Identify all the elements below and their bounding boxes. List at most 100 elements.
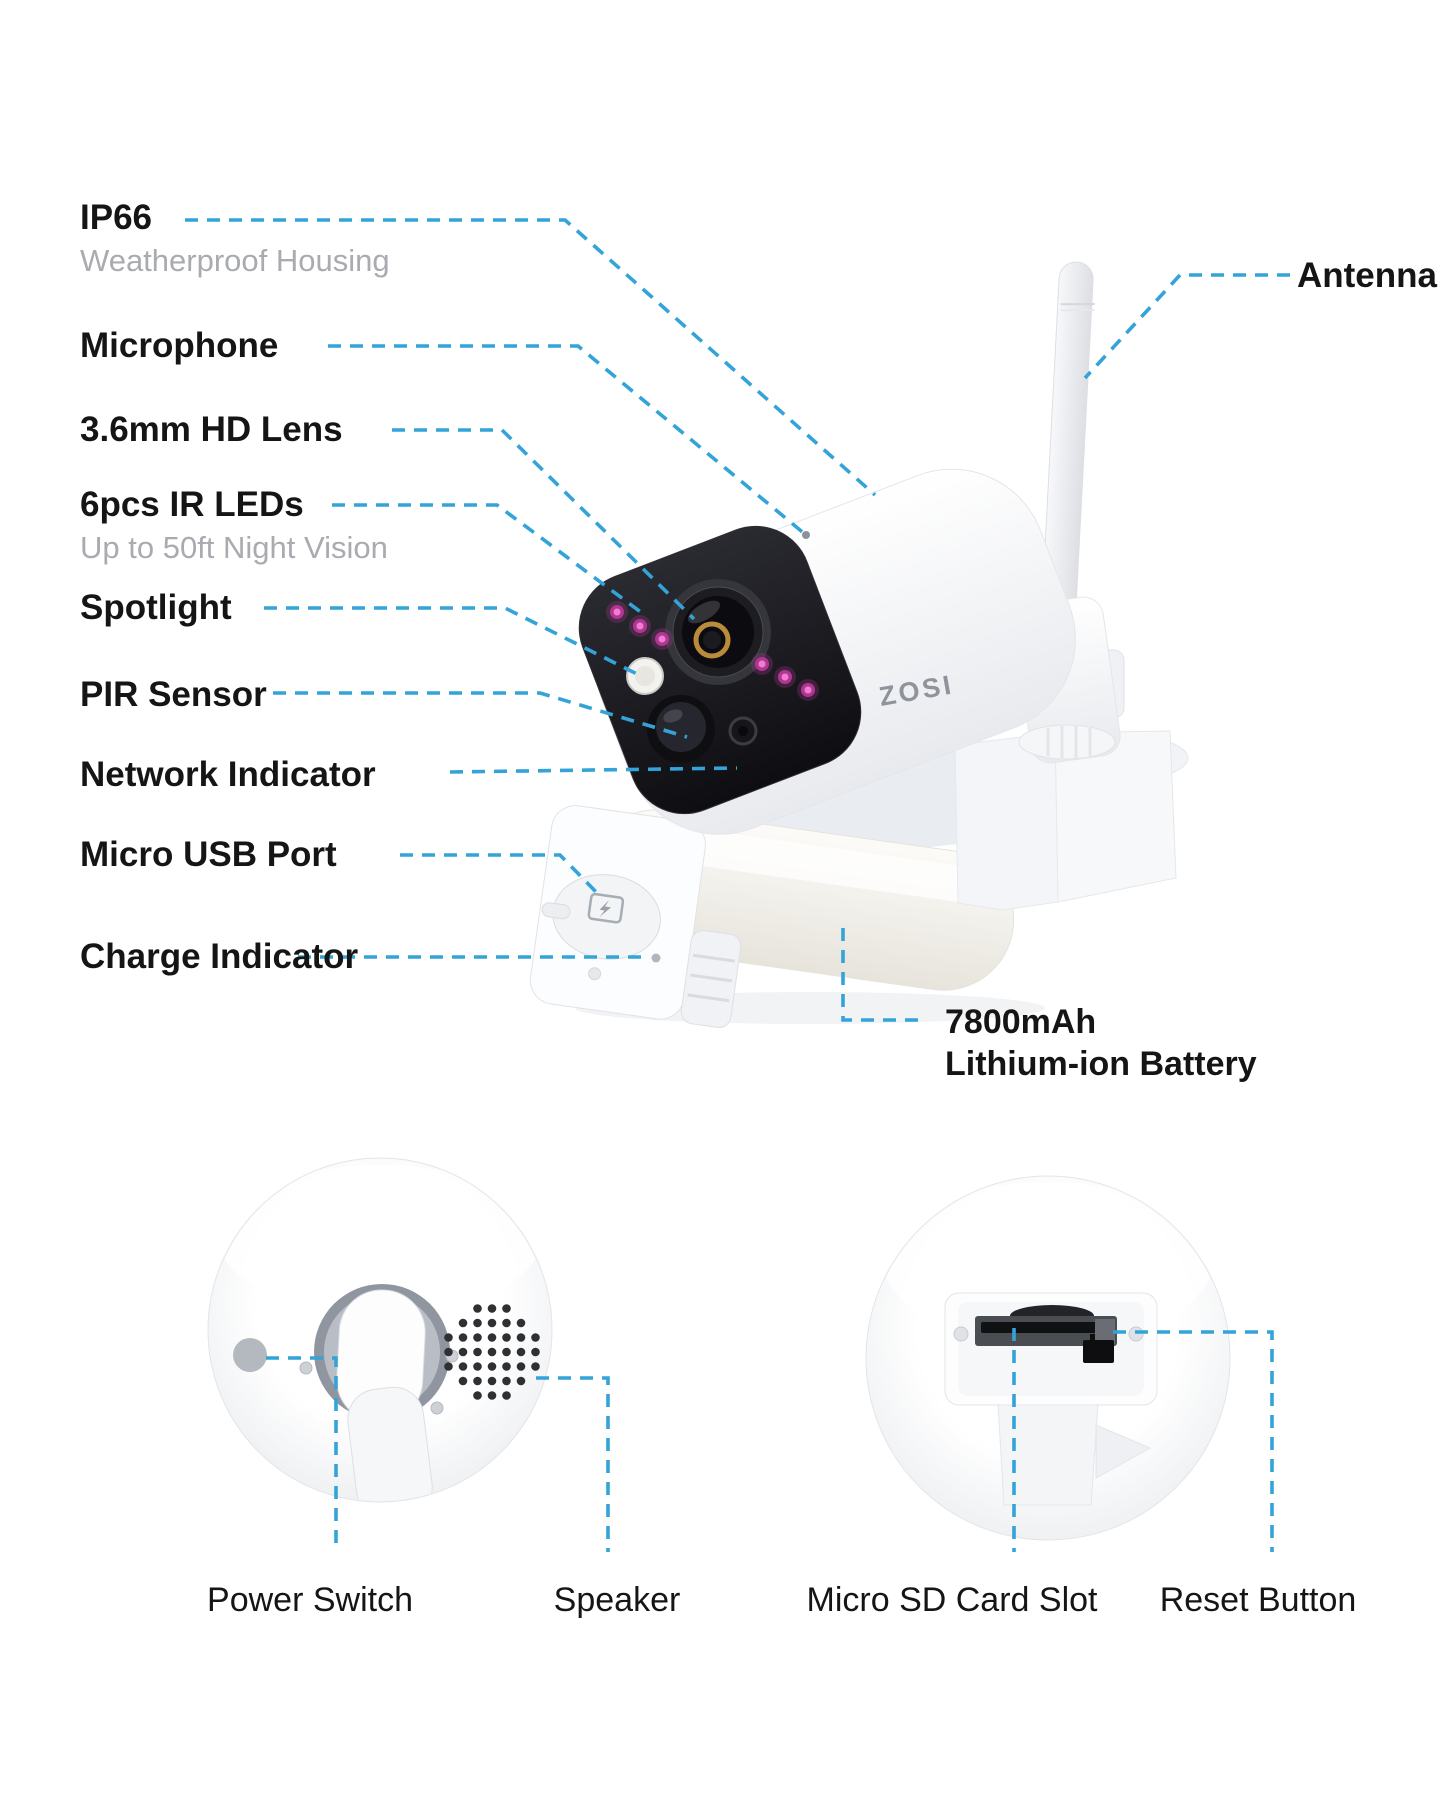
- leader-antenna: [1083, 273, 1290, 380]
- speaker-hole: [473, 1304, 482, 1313]
- callout-battery-subtitle: Lithium-ion Battery: [945, 1045, 1257, 1084]
- power-switch: [233, 1338, 267, 1372]
- speaker-hole: [444, 1362, 453, 1371]
- usb-port-icon: [587, 892, 625, 924]
- speaker-hole: [444, 1347, 453, 1357]
- leader-speaker: [536, 1376, 610, 1552]
- back-view-inset: [207, 1157, 553, 1503]
- callout-antenna-title: Antenna: [1297, 256, 1437, 295]
- speaker-hole: [487, 1347, 497, 1357]
- screw: [299, 1361, 313, 1375]
- callout-sd-card-title: Micro SD Card Slot: [806, 1581, 1098, 1619]
- callout-spotlight: Spotlight: [80, 588, 232, 627]
- leader-ir-leds: [332, 503, 648, 618]
- leader-usb: [400, 853, 603, 899]
- callout-sd-card: Micro SD Card Slot: [807, 1581, 1098, 1619]
- callout-speaker: Speaker: [554, 1581, 681, 1619]
- leader-battery: [841, 928, 925, 1022]
- speaker-hole: [502, 1347, 511, 1357]
- speaker-grille: [444, 1304, 540, 1400]
- callout-charge-indicator: Charge Indicator: [80, 937, 358, 976]
- ir-led: [606, 601, 628, 623]
- speaker-hole: [502, 1376, 511, 1386]
- speaker-hole: [502, 1318, 511, 1328]
- speaker-hole: [458, 1333, 468, 1342]
- speaker-hole: [502, 1362, 511, 1371]
- speaker-hole: [458, 1376, 468, 1386]
- speaker-hole: [531, 1362, 540, 1371]
- callout-power-switch: Power Switch: [207, 1581, 413, 1619]
- ir-leds: [606, 601, 819, 701]
- speaker-hole: [516, 1347, 526, 1357]
- speaker-hole: [487, 1362, 497, 1371]
- speaker-hole: [458, 1318, 468, 1328]
- sd-card-slot: [975, 1305, 1117, 1346]
- callout-ip66: IP66 Weatherproof Housing: [80, 198, 390, 279]
- callout-ir-leds-subtitle: Up to 50ft Night Vision: [80, 530, 388, 566]
- network-led: [728, 716, 758, 746]
- callout-battery-title: 7800mAh: [945, 1003, 1097, 1041]
- ir-led: [751, 653, 773, 675]
- leader-reset: [1113, 1330, 1274, 1552]
- callout-spotlight-title: Spotlight: [80, 588, 232, 627]
- reset-button: [1083, 1334, 1114, 1363]
- callout-pir-sensor-title: PIR Sensor: [80, 675, 267, 714]
- speaker-hole: [502, 1391, 511, 1400]
- callout-antenna: Antenna: [1297, 256, 1437, 295]
- speaker-hole: [516, 1333, 526, 1342]
- callout-microphone-title: Microphone: [80, 326, 279, 365]
- speaker-hole: [502, 1304, 511, 1313]
- callout-micro-usb: Micro USB Port: [80, 835, 337, 874]
- callout-network-indicator-title: Network Indicator: [80, 755, 376, 794]
- speaker-hole: [531, 1333, 540, 1342]
- speaker-hole: [473, 1333, 482, 1342]
- speaker-hole: [458, 1347, 468, 1357]
- screw: [1128, 1326, 1144, 1342]
- screw: [430, 1401, 444, 1415]
- callout-microphone: Microphone: [80, 326, 278, 365]
- speaker-hole: [516, 1362, 526, 1371]
- leader-ip66: [185, 218, 877, 497]
- speaker-hole: [458, 1362, 468, 1371]
- speaker-hole: [516, 1376, 526, 1386]
- lens: [665, 579, 771, 685]
- callout-lens-title: 3.6mm HD Lens: [80, 410, 343, 449]
- callout-power-switch-title: Power Switch: [207, 1581, 413, 1619]
- battery-base: [529, 730, 1177, 1028]
- callout-pir-sensor: PIR Sensor: [80, 675, 267, 714]
- speaker-hole: [502, 1333, 511, 1342]
- mount-arm-back: [336, 1289, 433, 1501]
- pir-sensor: [647, 695, 715, 763]
- speaker-hole: [473, 1362, 482, 1371]
- spotlight: [626, 657, 664, 695]
- speaker-hole: [487, 1376, 497, 1386]
- speaker-hole: [487, 1333, 497, 1342]
- ir-led: [797, 679, 819, 701]
- speaker-hole: [516, 1318, 526, 1328]
- speaker-hole: [473, 1318, 482, 1328]
- speaker-hole: [473, 1376, 482, 1386]
- callout-ir-leds-title: 6pcs IR LEDs: [80, 485, 304, 524]
- speaker-hole: [473, 1391, 482, 1400]
- microphone-hole: [802, 531, 810, 539]
- callout-lens: 3.6mm HD Lens: [80, 410, 343, 449]
- callout-battery: 7800mAh Lithium-ion Battery: [945, 1003, 1257, 1083]
- leader-power-switch: [266, 1356, 338, 1552]
- speaker-hole: [473, 1347, 482, 1357]
- ir-led: [774, 666, 796, 688]
- callout-ip66-subtitle: Weatherproof Housing: [80, 243, 390, 279]
- ir-led: [629, 615, 651, 637]
- leader-microphone: [328, 344, 808, 537]
- callout-micro-usb-title: Micro USB Port: [80, 835, 337, 874]
- ir-led: [651, 628, 673, 650]
- leader-lens: [392, 428, 696, 621]
- callout-reset-button: Reset Button: [1160, 1581, 1357, 1619]
- leader-network: [449, 766, 738, 774]
- drawer-latch: [680, 930, 742, 1028]
- speaker-hole: [487, 1391, 497, 1400]
- callout-charge-indicator-title: Charge Indicator: [80, 937, 359, 976]
- leader-pir: [273, 691, 688, 739]
- charge-led: [651, 953, 661, 963]
